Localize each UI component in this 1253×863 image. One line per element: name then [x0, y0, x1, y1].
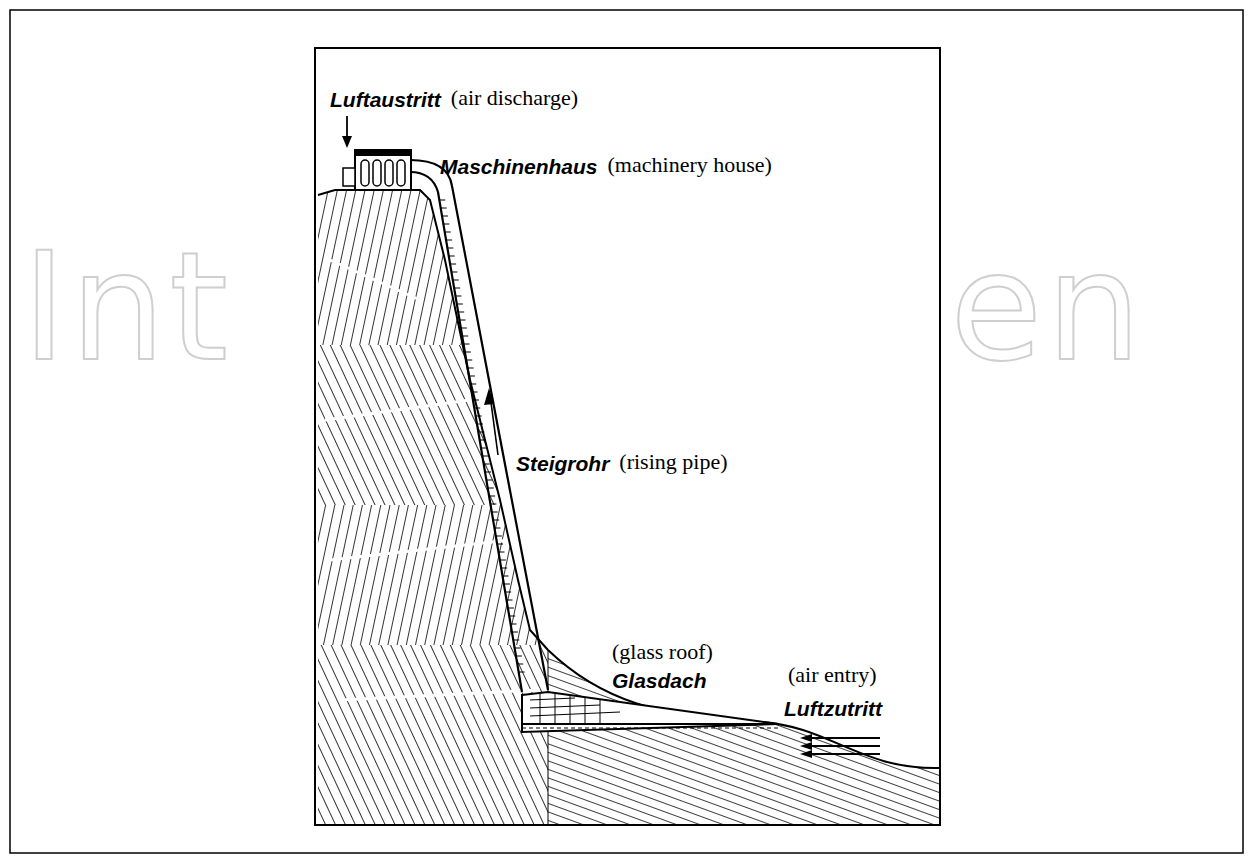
part-translation: (rising pipe)	[619, 450, 727, 474]
watermark: en	[950, 225, 1145, 390]
part-label: Luftzutritt	[784, 697, 882, 720]
part-label: Luftaustritt	[330, 88, 441, 111]
part-translation: (air discharge)	[451, 86, 578, 110]
part-label: Glasdach	[612, 669, 707, 692]
part-translation: (glass roof)	[612, 640, 713, 664]
part-label: Maschinenhaus	[440, 155, 598, 178]
part-translation: (machinery house)	[608, 153, 772, 177]
part-label: Steigrohr	[516, 452, 609, 475]
watermark: Int	[22, 225, 232, 390]
part-translation: (air entry)	[788, 663, 877, 687]
